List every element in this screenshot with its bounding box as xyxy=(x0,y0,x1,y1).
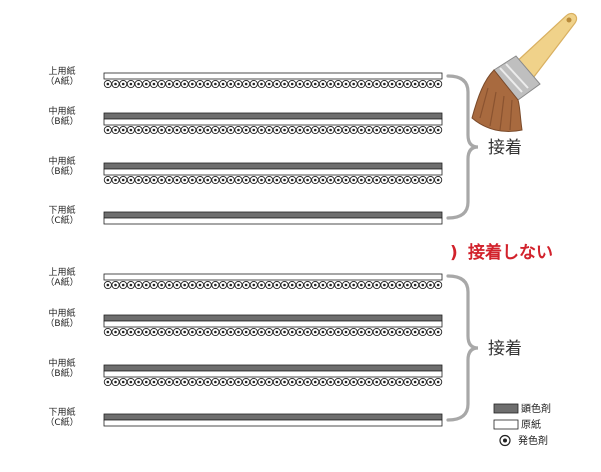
capsule-row xyxy=(103,327,443,337)
sheet-label: 下用紙（C紙） xyxy=(45,204,78,226)
sheet-label: 中用紙（B紙） xyxy=(45,105,78,127)
capsule-row xyxy=(103,175,443,185)
capsule-row xyxy=(103,79,443,89)
bracket-glued-top xyxy=(446,74,479,220)
bracket-glued-bottom xyxy=(446,274,479,422)
capsule-row xyxy=(103,377,443,387)
base-paper-layer xyxy=(103,320,443,328)
base-paper-layer xyxy=(103,168,443,176)
not-glued-label: 接着しない xyxy=(468,242,553,263)
paint-brush-icon xyxy=(471,12,578,132)
developer-layer xyxy=(103,413,443,421)
glued-label: 接着 xyxy=(488,138,522,158)
base-paper-layer xyxy=(103,118,443,126)
developer-layer xyxy=(103,364,443,372)
sheet-label: 中用紙（B紙） xyxy=(45,155,78,177)
base-paper-layer xyxy=(103,217,443,225)
base-paper-layer xyxy=(103,370,443,378)
sheet-label: 下用紙（C紙） xyxy=(45,406,78,428)
developer-layer xyxy=(103,162,443,170)
legend-label: 発色剤 xyxy=(518,434,548,447)
developer-layer xyxy=(103,112,443,120)
base-paper-layer xyxy=(103,273,443,281)
capsule-row xyxy=(103,125,443,135)
sheet-label: 中用紙（B紙） xyxy=(45,357,78,379)
sheet-label: 上用紙（A紙） xyxy=(45,266,78,288)
legend-label: 原紙 xyxy=(521,418,541,431)
glued-label: 接着 xyxy=(488,339,522,359)
developer-swatch xyxy=(493,403,519,414)
sheet-label: 上用紙（A紙） xyxy=(45,65,78,87)
developer-layer xyxy=(103,314,443,322)
separator-mark: ) xyxy=(450,243,458,263)
base-paper-layer xyxy=(103,72,443,80)
capsule-swatch-icon xyxy=(499,434,511,447)
sheet-label: 中用紙（B紙） xyxy=(45,307,78,329)
legend-label: 顕色剤 xyxy=(521,402,551,415)
base-paper-layer xyxy=(103,419,443,427)
capsule-row xyxy=(103,280,443,290)
developer-layer xyxy=(103,211,443,219)
base-paper-swatch xyxy=(493,419,519,430)
